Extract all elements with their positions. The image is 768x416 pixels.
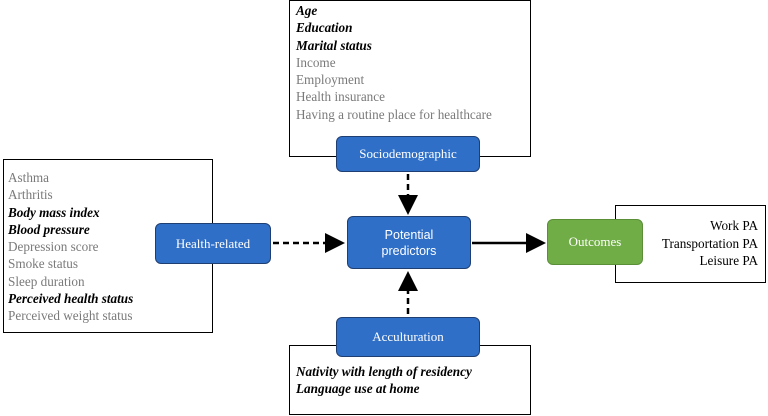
list-item: Asthma: [8, 170, 50, 185]
predictors-line2: predictors: [381, 243, 437, 258]
list-item: Smoke status: [8, 256, 78, 272]
predictors-line1: Potential: [384, 227, 434, 242]
outcome-item: Leisure PA: [699, 253, 759, 268]
list-item: Arthritis: [8, 187, 53, 203]
list-item: Nativity with length of residency: [296, 364, 472, 379]
list-item: Income: [296, 54, 336, 70]
list-item: Language use at home: [296, 381, 420, 397]
list-item: Marital status: [296, 37, 372, 53]
health-related-node: Health-related: [155, 223, 271, 264]
acculturation-label: Acculturation: [372, 329, 444, 344]
outcomes-label: Outcomes: [568, 234, 622, 249]
acculturation-node: Acculturation: [336, 317, 480, 357]
list-item: Having a routine place for healthcare: [296, 106, 492, 122]
list-item: Age: [296, 3, 318, 18]
outcomes-node: Outcomes: [547, 219, 643, 265]
list-item: Perceived health status: [8, 291, 134, 307]
sociodemographic-node: Sociodemographic: [336, 136, 480, 172]
list-item: Perceived weight status: [8, 308, 133, 324]
list-item: Body mass index: [8, 204, 100, 220]
list-item: Education: [296, 20, 353, 36]
list-item: Employment: [296, 72, 365, 88]
potential-predictors-node: Potential predictors: [347, 216, 471, 269]
outcome-item: Transportation PA: [661, 235, 758, 251]
list-item: Blood pressure: [8, 221, 90, 237]
list-item: Depression score: [8, 239, 99, 255]
outcome-item: Work PA: [710, 218, 758, 233]
health-related-label: Health-related: [175, 235, 251, 251]
list-item: Sleep duration: [8, 273, 85, 289]
list-item: Health insurance: [296, 89, 385, 105]
sociodemographic-label: Sociodemographic: [359, 146, 457, 161]
